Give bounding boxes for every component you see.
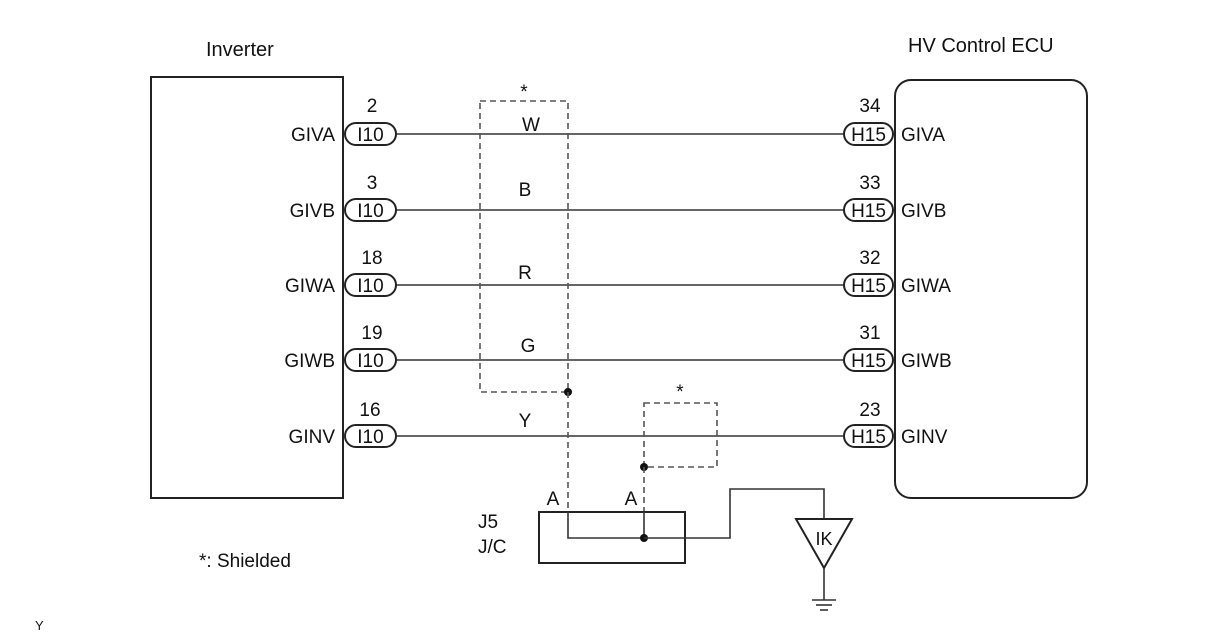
right-connector-label: H15 xyxy=(851,351,886,372)
left-signal-label: GIVA xyxy=(291,125,335,146)
junction-pin-a: A xyxy=(547,489,560,510)
wire-row: GINV 16 I10 Y 23 H15 GINV xyxy=(289,400,948,448)
left-signal-label: GIWB xyxy=(284,351,335,372)
right-signal-label: GIVA xyxy=(901,125,945,146)
left-connector-pill xyxy=(344,198,397,222)
left-connector-label: I10 xyxy=(357,276,383,297)
left-connector-label: I10 xyxy=(357,125,383,146)
right-connector-label: H15 xyxy=(851,276,886,297)
right-connector-label: H15 xyxy=(851,201,886,222)
left-pin-number: 2 xyxy=(367,96,378,117)
ground-point-label: IK xyxy=(815,529,832,549)
right-connector-pill xyxy=(843,198,894,222)
left-connector-pill xyxy=(344,273,397,297)
hv-control-ecu-box xyxy=(894,79,1088,499)
left-connector-pill xyxy=(344,348,397,372)
junction-pin-a: A xyxy=(625,489,638,510)
left-signal-label: GIVB xyxy=(290,201,335,222)
right-connector-pill xyxy=(843,273,894,297)
ground-point-triangle xyxy=(794,518,854,571)
right-signal-label: GIVB xyxy=(901,201,946,222)
right-signal-label: GIWB xyxy=(901,351,952,372)
ground-wire xyxy=(644,488,825,539)
left-signal-label: GINV xyxy=(289,427,336,448)
left-connector-label: I10 xyxy=(357,427,383,448)
wire-color-label: R xyxy=(518,263,532,284)
left-signal-label: GIWA xyxy=(285,276,335,297)
right-signal-label: GINV xyxy=(901,427,948,448)
shield-asterisk: * xyxy=(520,82,528,103)
wire-row: GIVA 2 I10 W 34 H15 GIVA xyxy=(291,96,945,146)
junction-type: J/C xyxy=(478,537,507,558)
shield-box xyxy=(479,100,569,393)
wire-row: GIWB 19 I10 G 31 H15 GIWB xyxy=(284,323,952,372)
right-connector-label: H15 xyxy=(851,427,886,448)
right-signal-label: GIWA xyxy=(901,276,951,297)
shield-legend: *: Shielded xyxy=(199,551,291,572)
right-pin-number: 31 xyxy=(859,323,880,344)
left-pin-number: 18 xyxy=(361,248,382,269)
left-connector-label: I10 xyxy=(357,201,383,222)
left-pin-number: 16 xyxy=(359,400,380,421)
right-connector-pill xyxy=(843,122,894,146)
ground-icon xyxy=(812,599,836,611)
shield-box xyxy=(643,402,718,468)
wire-color-label: Y xyxy=(519,411,532,432)
inverter-label: Inverter xyxy=(206,39,274,61)
left-pin-number: 3 xyxy=(367,173,378,194)
right-connector-label: H15 xyxy=(851,125,886,146)
wire-color-label: B xyxy=(519,180,532,201)
hv-control-ecu-label: HV Control ECU xyxy=(908,35,1054,57)
right-pin-number: 34 xyxy=(859,96,881,117)
inverter-box xyxy=(150,76,344,499)
left-connector-label: I10 xyxy=(357,351,383,372)
wire-color-label: G xyxy=(521,336,536,357)
wire-color-label: W xyxy=(522,115,540,136)
right-pin-number: 23 xyxy=(859,400,880,421)
wire-row: GIWA 18 I10 R 32 H15 GIWA xyxy=(285,248,951,297)
left-connector-pill xyxy=(344,424,397,448)
right-connector-pill xyxy=(843,348,894,372)
shield-asterisk: * xyxy=(676,382,684,403)
right-connector-pill xyxy=(843,424,894,448)
junction-id: J5 xyxy=(478,512,498,533)
junction-internal-wire xyxy=(567,512,645,539)
right-pin-number: 33 xyxy=(859,173,880,194)
right-pin-number: 32 xyxy=(859,248,880,269)
wire-row: GIVB 3 I10 B 33 H15 GIVB xyxy=(290,173,946,222)
corner-mark: Y xyxy=(35,618,44,633)
left-pin-number: 19 xyxy=(361,323,382,344)
left-connector-pill xyxy=(344,122,397,146)
